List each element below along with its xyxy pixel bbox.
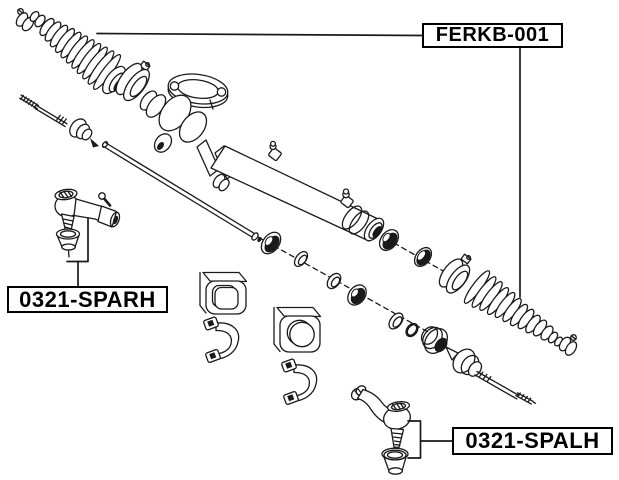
inner-tie-rod-left [19, 94, 99, 148]
seal-and-bushing-set [257, 231, 449, 354]
dust-cover-left [55, 228, 81, 258]
leader-line-tie-rod-end-lh-label [407, 420, 453, 459]
rack-mount-bushing-rear [273, 306, 322, 353]
rack-mount-bushing-front [199, 271, 248, 315]
rack-shaft [101, 141, 262, 242]
boot-clamp-screw-right [558, 334, 578, 356]
part-label-tie-rod-end-rh: 0321-SPARH [7, 286, 168, 313]
boot-clamp-band-left [115, 60, 151, 102]
leader-line-boot-kit [96, 32, 521, 298]
rack-housing [98, 73, 385, 242]
dust-cover-right [381, 447, 409, 475]
rack-mount-bracket-rear [281, 358, 318, 406]
rack-mount-bracket-front [203, 316, 240, 364]
tie-rod-end-left [54, 188, 121, 234]
part-label-tie-rod-end-lh: 0321-SPALH [452, 427, 613, 455]
boot-clamp-band-right [438, 253, 472, 294]
steering-rack-boot-left [29, 10, 126, 95]
inner-tie-rod-right [445, 346, 537, 405]
leader-line-tie-rod-end-rh-label [66, 217, 89, 287]
part-label-boot-kit: FERKB-001 [422, 23, 563, 48]
steering-rack-boot-right [463, 270, 563, 347]
tie-rod-end-right [350, 385, 411, 449]
rack-end-bearing-set [378, 228, 453, 277]
